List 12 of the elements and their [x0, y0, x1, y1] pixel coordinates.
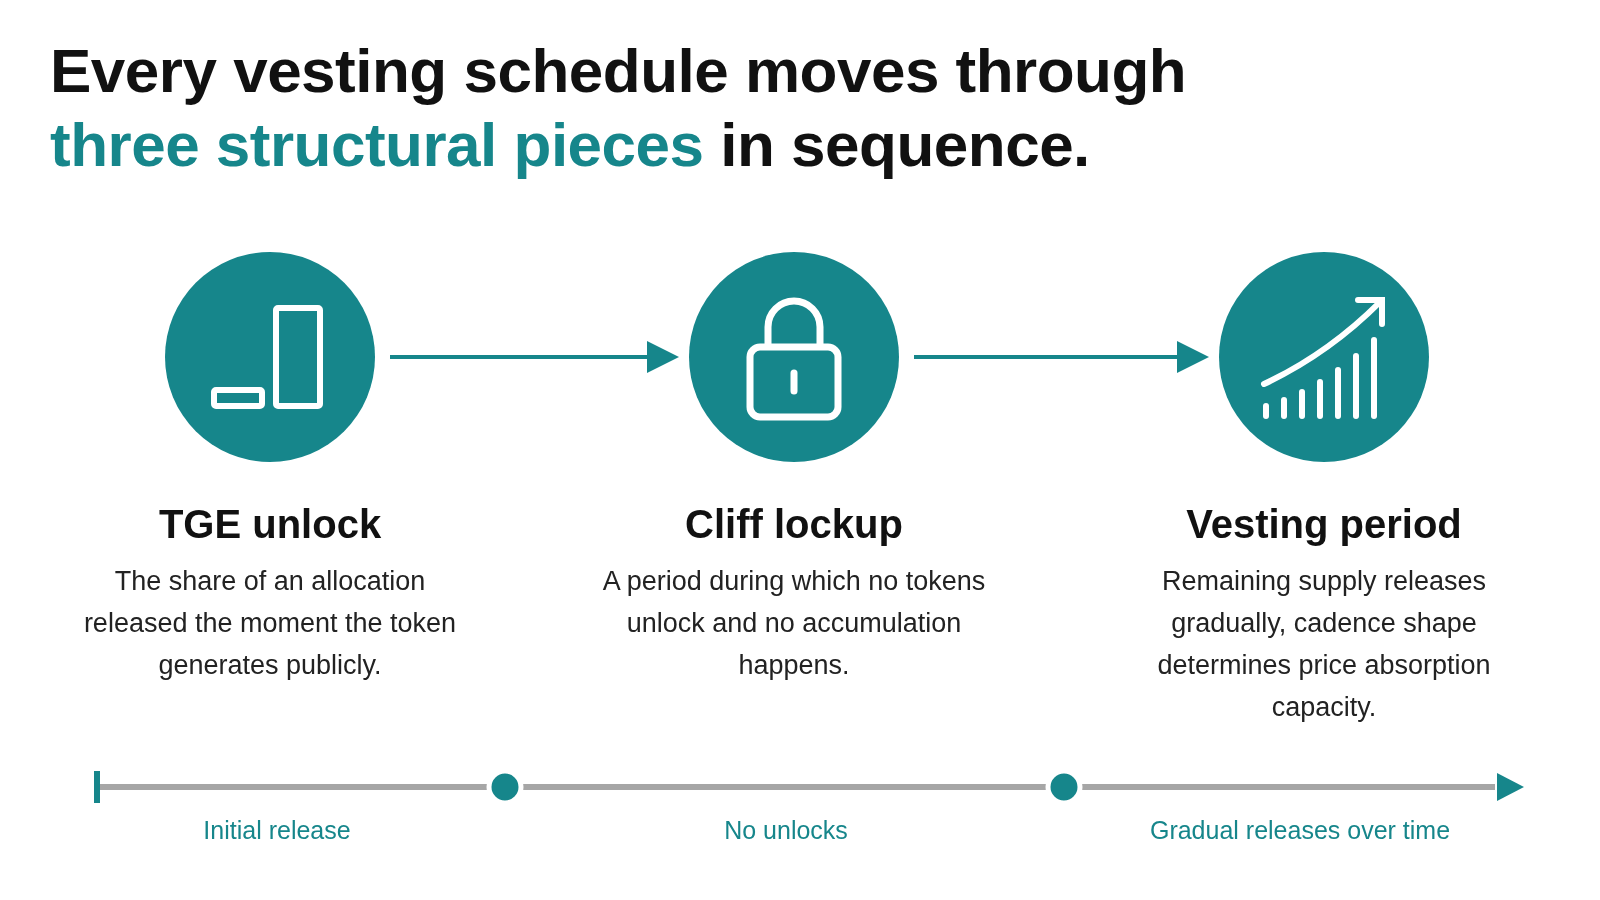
- timeline-label: Initial release: [203, 816, 351, 845]
- arrow: [390, 341, 679, 373]
- title: Every vesting schedule moves through three structural pieces in sequence.: [50, 35, 1188, 181]
- timeline-label: Gradual releases over time: [1149, 816, 1451, 845]
- timeline-label: No unlocks: [724, 816, 848, 845]
- step-description: A period during which no tokens unlock and no accumulation happens.: [601, 565, 987, 682]
- step-description: Remaining supply releases gradually, cadence shape determines price absorption capacity.: [1156, 565, 1492, 724]
- step-description: The share of an allocation released the moment the token generates publicly.: [82, 565, 458, 682]
- step-heading: Vesting period: [1186, 501, 1462, 548]
- arrow: [914, 341, 1209, 373]
- step-heading: TGE unlock: [158, 501, 382, 548]
- step-heading: Cliff lockup: [685, 501, 903, 548]
